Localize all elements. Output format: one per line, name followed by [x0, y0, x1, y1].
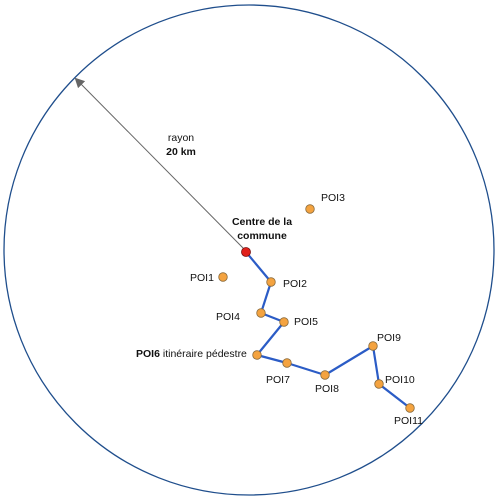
poi8-label: POI8	[315, 383, 339, 395]
poi7-label: POI7	[266, 374, 290, 386]
poi9-label: POI9	[377, 332, 401, 344]
poi1-marker	[218, 272, 228, 282]
poi11-marker	[405, 403, 415, 413]
hiking-route	[245, 251, 411, 409]
centre-label-line2: commune	[237, 230, 287, 242]
poi2-label: POI2	[283, 278, 307, 290]
poi2-marker	[266, 277, 276, 287]
poi10-marker	[374, 379, 384, 389]
poi5-label: POI5	[294, 316, 318, 328]
radius-arrow	[74, 77, 247, 252]
poi6-label: POI6 itinéraire pédestre	[136, 348, 247, 360]
poi10-label: POI10	[385, 374, 415, 386]
radius-value-label: 20 km	[166, 146, 196, 158]
poi3-label: POI3	[321, 192, 345, 204]
poi-markers	[218, 204, 415, 413]
radius-word-label: rayon	[168, 132, 194, 144]
commune-boundary-circle	[3, 4, 495, 496]
poi6-label-suffix: itinéraire pédestre	[160, 348, 247, 360]
poi6-marker	[252, 350, 262, 360]
poi4-label: POI4	[216, 311, 240, 323]
centre-label-line1: Centre de la	[232, 216, 292, 228]
poi1-label: POI1	[190, 272, 214, 284]
poi4-marker	[256, 308, 266, 318]
poi8-marker	[320, 370, 330, 380]
poi11-label: POI11	[394, 415, 423, 427]
poi6-label-name: POI6	[136, 348, 160, 360]
commune-centre-marker	[241, 247, 251, 257]
poi9-marker	[368, 341, 378, 351]
poi3-marker	[305, 204, 315, 214]
poi7-marker	[282, 358, 292, 368]
poi5-marker	[279, 317, 289, 327]
